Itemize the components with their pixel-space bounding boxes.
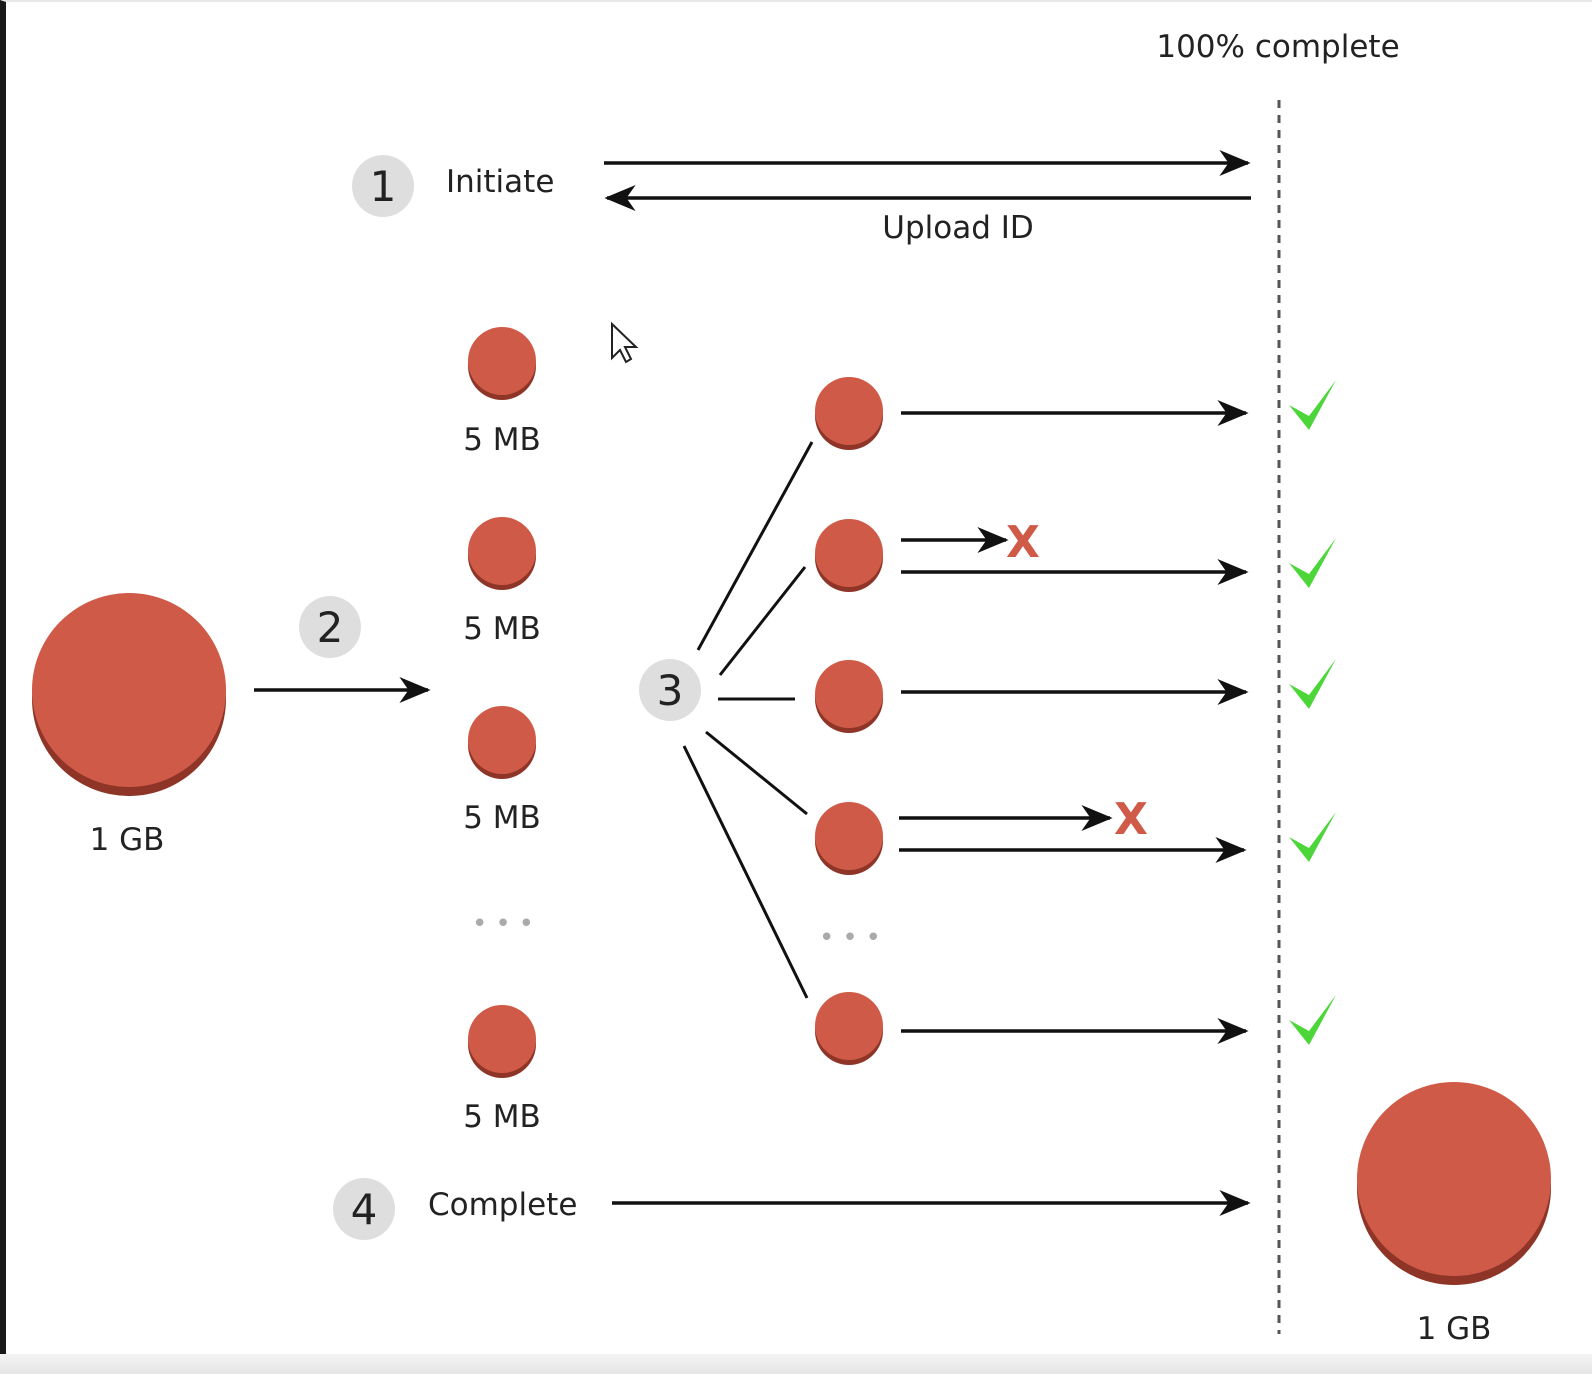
part-blob	[468, 706, 536, 774]
upload-id-label: Upload ID	[882, 210, 1034, 246]
fan-line	[705, 730, 808, 816]
check-icon	[1289, 380, 1336, 430]
failure-mark: X	[1114, 794, 1148, 845]
part-blob	[815, 802, 883, 870]
window-bottom-edge	[0, 1354, 1592, 1374]
part-blob	[468, 1005, 536, 1073]
part-last: 5 MB	[463, 1005, 541, 1135]
upload-column: X X •••	[815, 377, 1249, 1065]
check-icon	[1289, 812, 1336, 862]
progress-label: 100% complete	[1156, 29, 1399, 65]
source-file-size: 1 GB	[90, 822, 165, 858]
part-blob	[468, 327, 536, 395]
part-blob	[815, 377, 883, 445]
part-size-label: 5 MB	[463, 611, 541, 647]
source-file: 1 GB	[32, 593, 226, 858]
step-1-badge	[352, 155, 414, 217]
part-size-label: 5 MB	[463, 800, 541, 836]
step-1: 1 Initiate Upload ID	[352, 150, 1251, 246]
step-4-label: Complete	[428, 1187, 577, 1223]
fan-line	[682, 745, 809, 999]
step-2-badge	[299, 596, 361, 658]
assembled-file-size: 1 GB	[1417, 1311, 1492, 1347]
upload-part-1	[815, 377, 1249, 450]
upload-part-4: X	[815, 794, 1247, 875]
part-ellipsis: •••	[472, 909, 542, 939]
part-3: 5 MB	[463, 706, 541, 836]
upload-ellipsis: •••	[819, 923, 889, 953]
step-3-badge	[639, 659, 701, 721]
source-file-blob	[32, 593, 226, 787]
step-2: 2	[254, 596, 431, 703]
mouse-cursor-icon	[611, 321, 639, 364]
part-column: 5 MB 5 MB 5 MB ••• 5 MB	[463, 327, 542, 1135]
part-1: 5 MB	[463, 327, 541, 458]
check-icon	[1289, 538, 1336, 588]
assembled-file-blob	[1357, 1082, 1551, 1276]
step-1-label: Initiate	[446, 164, 554, 200]
part-size-label: 5 MB	[463, 1099, 541, 1135]
part-size-label: 5 MB	[463, 422, 541, 458]
step-1-number: 1	[370, 162, 397, 211]
step-2-number: 2	[317, 603, 344, 652]
step-4-badge	[333, 1178, 395, 1240]
failure-mark: X	[1006, 517, 1040, 568]
part-2: 5 MB	[463, 517, 541, 647]
fan-line	[718, 566, 807, 676]
part-blob	[815, 519, 883, 587]
assembled-file: 1 GB	[1357, 1082, 1551, 1347]
part-blob	[815, 992, 883, 1060]
success-checks	[1289, 380, 1336, 1045]
upload-part-last	[815, 992, 1249, 1065]
upload-part-3	[815, 660, 1249, 733]
multipart-upload-diagram: 100% complete 1 Initiate Upload ID 1 GB …	[32, 29, 1551, 1347]
check-icon	[1289, 995, 1336, 1045]
step-3-number: 3	[657, 666, 684, 715]
part-blob	[468, 517, 536, 585]
step-4-number: 4	[351, 1185, 378, 1234]
part-blob	[815, 660, 883, 728]
upload-part-2: X	[815, 517, 1249, 592]
fan-line	[696, 441, 814, 651]
step-4: 4 Complete	[333, 1178, 1251, 1240]
check-icon	[1289, 659, 1336, 709]
step-3: 3	[639, 441, 814, 999]
